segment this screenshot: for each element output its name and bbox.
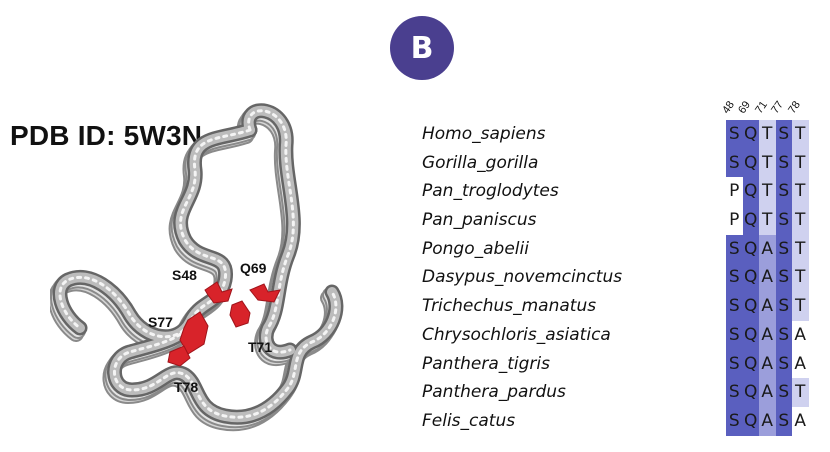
residue-cell: Q [742, 349, 759, 379]
residue-highlights [167, 281, 281, 367]
panel-label-badge: B [390, 16, 454, 80]
residue-label-q69: Q69 [240, 260, 267, 276]
residue-cell: S [726, 120, 743, 149]
position-label: 69 [736, 99, 754, 116]
residue-cell: S [775, 320, 792, 350]
residue-cell: Q [742, 234, 759, 264]
residue-cell: T [792, 120, 809, 149]
species-name: Chrysochloris_asiatica [422, 324, 611, 345]
residue-cell: Q [742, 148, 759, 178]
residue-cell: A [759, 406, 776, 436]
residue-cell: S [726, 406, 743, 436]
residue-cell: S [775, 148, 792, 178]
pdb-id-title: PDB ID: 5W3N [10, 120, 203, 151]
species-name: Felis_catus [422, 410, 516, 431]
residue-cell: Q [742, 292, 759, 321]
residue-label-t71: T71 [248, 339, 272, 355]
residue-cell: Q [742, 263, 759, 293]
residue-cell: Q [742, 320, 759, 350]
residue-cell: T [759, 206, 776, 235]
residue-cell: S [775, 263, 792, 293]
residue-cell: S [775, 177, 792, 207]
residue-cell: A [759, 378, 776, 407]
residue-cell: S [775, 234, 792, 264]
alignment-position-header: 48 69 71 77 78 [720, 78, 822, 118]
residue-cell: S [726, 320, 743, 350]
residue-labels: S48 Q69 S77 T71 T78 [148, 260, 272, 395]
residue-cell: S [726, 263, 743, 293]
residue-cell: A [792, 406, 809, 436]
residue-cell: S [726, 378, 743, 407]
residue-cell: A [759, 320, 776, 350]
residue-cell: A [792, 320, 809, 350]
species-name: Homo_sapiens [422, 124, 546, 144]
protein-ribbon-structure: S48 Q69 S77 T71 T78 [50, 90, 370, 440]
residue-cell: S [775, 406, 792, 436]
residue-label-t78: T78 [174, 379, 198, 395]
residue-cell: P [726, 177, 743, 207]
residue-cell: S [775, 120, 792, 149]
residue-cell: S [775, 378, 792, 407]
residue-cell: S [726, 234, 743, 264]
residue-cell: S [775, 206, 792, 235]
residue-cell: S [775, 349, 792, 379]
residue-cell: Q [742, 406, 759, 436]
residue-cell: S [726, 292, 743, 321]
position-label: 77 [769, 99, 787, 116]
residue-cell: Q [742, 177, 759, 207]
residue-label-s77: S77 [148, 314, 173, 330]
residue-cell: Q [742, 206, 759, 235]
residue-cell: T [759, 120, 776, 149]
residue-cell: S [775, 292, 792, 321]
residue-cell: T [792, 148, 809, 178]
residue-cell: T [759, 177, 776, 207]
residue-cell: P [726, 206, 743, 235]
residue-cell: T [759, 148, 776, 178]
position-label: 78 [786, 99, 804, 116]
position-label: 71 [753, 99, 771, 116]
species-name: Panthera_tigris [422, 353, 550, 374]
residue-cell: T [792, 206, 809, 235]
residue-label-s48: S48 [172, 267, 197, 283]
residue-cell: Q [742, 120, 759, 149]
residue-cell: T [792, 263, 809, 293]
residue-cell: S [726, 349, 743, 379]
residue-cell: T [792, 234, 809, 264]
species-name: Pongo_abelii [422, 238, 529, 259]
residue-cell: T [792, 378, 809, 407]
residue-cell: A [759, 349, 776, 379]
position-label: 48 [720, 99, 738, 116]
species-name: Panthera_pardus [422, 382, 566, 403]
species-name: Gorilla_gorilla [422, 152, 539, 173]
residue-cell: T [792, 177, 809, 207]
residue-cell: T [792, 292, 809, 321]
residue-cell: A [759, 263, 776, 293]
residue-cell: A [792, 349, 809, 379]
residue-cell: A [759, 292, 776, 321]
residue-cell: Q [742, 378, 759, 407]
species-name: Trichechus_manatus [422, 296, 597, 317]
species-name: Pan_paniscus [422, 210, 537, 231]
residue-cell: S [726, 148, 743, 178]
species-name: Pan_troglodytes [422, 181, 559, 202]
species-name: Dasypus_novemcinctus [422, 267, 623, 288]
species-list: Homo_sapiens Gorilla_gorilla Pan_troglod… [422, 120, 622, 436]
residue-cell: A [759, 234, 776, 264]
